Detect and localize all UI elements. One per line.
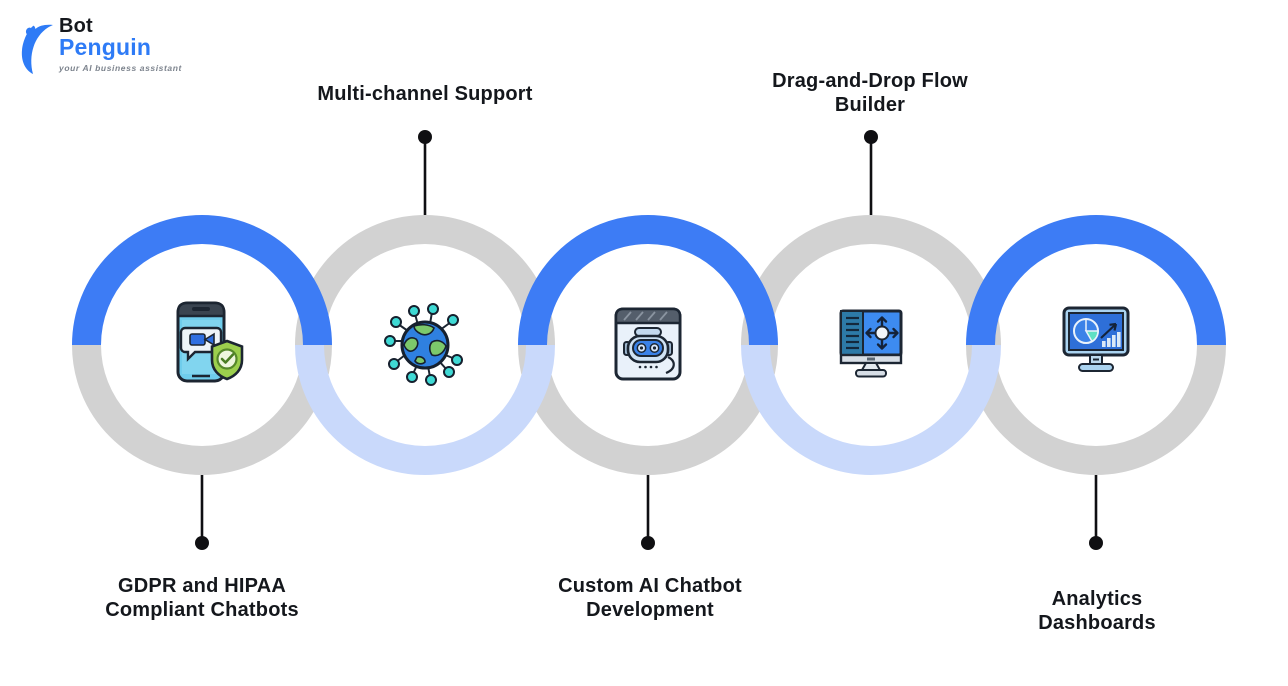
ring-3-bottom — [518, 344, 778, 475]
botpenguin-logo: Bot Penguin your AI business assistant — [18, 16, 182, 76]
ring-3-top — [518, 215, 778, 346]
ring-5-bottom — [966, 344, 1226, 475]
chatbot-window-icon — [600, 297, 696, 393]
ring-4-bottom — [741, 344, 1001, 475]
feature-label-gdpr-hipaa: GDPR and HIPAA Compliant Chatbots — [105, 575, 299, 621]
ring-color-layer — [72, 215, 1226, 475]
logo-text-penguin: Penguin — [59, 34, 152, 60]
feature-label-multichannel: Multi-channel Support — [317, 83, 533, 105]
analytics-monitor-icon — [1048, 297, 1144, 393]
connectors — [195, 130, 1103, 550]
feature-label-flow-builder: Drag-and-Drop Flow Builder — [772, 70, 968, 116]
feature-label-analytics: Analytics Dashboards — [1038, 588, 1156, 634]
connector-dot-4 — [864, 130, 878, 144]
flow-builder-monitor-icon — [823, 297, 919, 393]
logo-text-bot: Bot — [59, 15, 93, 37]
phone-shield-icon — [154, 297, 250, 393]
ring-1-bottom — [72, 344, 332, 475]
ring-1-top — [72, 215, 332, 346]
connector-dot-3 — [641, 536, 655, 550]
ring-4-top — [741, 215, 1001, 346]
ring-2-top — [295, 215, 555, 346]
ring-5-top — [966, 215, 1226, 346]
penguin-logo-icon — [21, 24, 53, 74]
connector-dot-2 — [418, 130, 432, 144]
connector-dot-5 — [1089, 536, 1103, 550]
feature-label-custom-ai: Custom AI Chatbot Development — [558, 575, 742, 621]
connector-dot-1 — [195, 536, 209, 550]
ring-2-bottom — [295, 344, 555, 475]
ring-gray-layer — [72, 215, 1226, 475]
logo-tagline: your AI business assistant — [59, 63, 182, 73]
globe-network-icon — [377, 297, 473, 393]
